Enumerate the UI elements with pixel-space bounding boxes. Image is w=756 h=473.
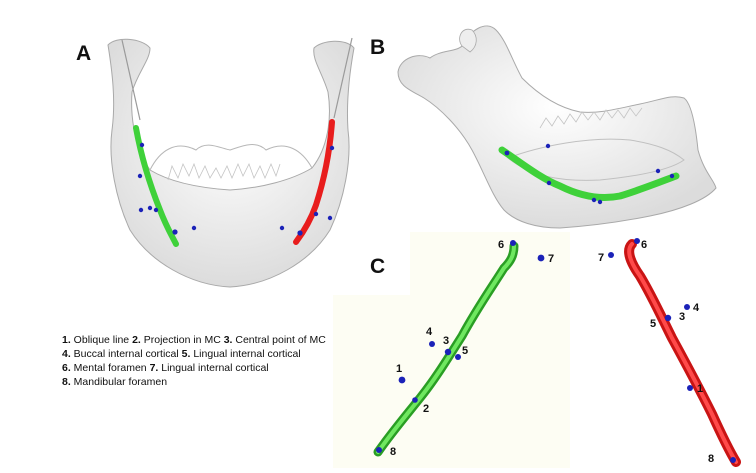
legend-text-8: Mandibular foramen (71, 376, 167, 388)
green-label-5: 5 (462, 345, 468, 357)
teeth-row-shape (150, 145, 312, 170)
green-label-1: 1 (396, 363, 402, 375)
red-label-8: 8 (708, 453, 714, 465)
landmark-legend: 1. Oblique line 2. Projection in MC 3. C… (62, 333, 372, 389)
legend-line-3: 6. Mental foramen 7. Lingual internal co… (62, 361, 372, 375)
legend-text-3: Central point of MC (232, 334, 325, 346)
panel-c: 6 7 4 3 5 1 2 8 6 7 4 3 5 1 8 C (333, 232, 736, 468)
green-label-7: 7 (548, 253, 554, 265)
legend-line-2: 4. Buccal internal cortical 5. Lingual i… (62, 347, 372, 361)
legend-text-1: Oblique line (71, 334, 132, 346)
panel-a-letter: A (76, 42, 91, 65)
legend-line-4: 8. Mandibular foramen (62, 375, 372, 389)
legend-num-1: 1. (62, 334, 71, 346)
panel-a-mandible: A (76, 38, 354, 287)
red-label-5: 5 (650, 318, 656, 330)
legend-text-2: Projection in MC (141, 334, 224, 346)
red-label-3: 3 (679, 311, 685, 323)
green-label-2: 2 (423, 403, 429, 415)
legend-num-6: 6. (62, 362, 71, 374)
green-label-4: 4 (426, 326, 433, 338)
green-label-3: 3 (443, 335, 449, 347)
lateral-mandible-shape (398, 26, 716, 228)
legend-text-6: Mental foramen (71, 362, 150, 374)
legend-text-5: Lingual internal cortical (190, 348, 300, 360)
legend-line-1: 1. Oblique line 2. Projection in MC 3. C… (62, 333, 372, 347)
teeth-detail-shape (168, 164, 280, 180)
panel-c-letter: C (370, 255, 385, 278)
legend-num-2: 2. (132, 334, 141, 346)
panel-b-letter: B (370, 36, 385, 59)
legend-num-4: 4. (62, 348, 71, 360)
legend-num-8: 8. (62, 376, 71, 388)
red-label-4: 4 (693, 302, 700, 314)
legend-text-4: Buccal internal cortical (71, 348, 182, 360)
green-label-6: 6 (498, 239, 504, 251)
red-label-7: 7 (598, 252, 604, 264)
red-label-1: 1 (697, 383, 703, 395)
red-label-6: 6 (641, 239, 647, 251)
legend-num-7: 7. (150, 362, 159, 374)
panel-b-mandible: B (370, 26, 716, 228)
green-label-8: 8 (390, 446, 396, 458)
legend-text-7: Lingual internal cortical (158, 362, 268, 374)
